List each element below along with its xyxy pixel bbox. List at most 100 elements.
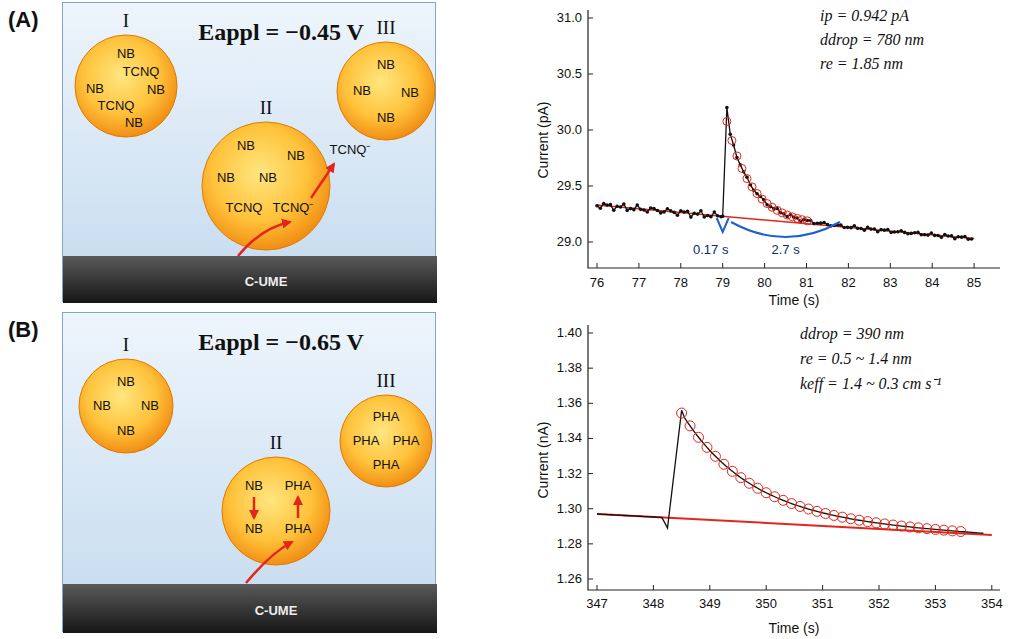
data-point [920,233,924,237]
data-point [625,209,629,213]
fit-marker [788,213,796,221]
stage-numeral: II [260,97,273,119]
data-point [699,209,703,213]
species-label: PHA [285,479,312,494]
data-point [896,230,900,234]
data-point [702,215,706,219]
data-point [622,202,626,206]
data-point [666,207,670,211]
data-point [676,214,680,218]
emulsion-droplet: INBTCNQNBTCNQNBNB [74,34,178,138]
reaction-arrow [238,222,290,256]
reaction-arrow [246,542,292,583]
electrode-label: C-UME [245,275,288,290]
tick-mark [991,585,992,590]
fit-marker [803,217,811,225]
axis-title: Time (s) [769,620,820,636]
data-point [889,231,893,235]
tick-mark [597,585,598,590]
fit-annotation: keff = 1.4 ~ 0.3 cm s⁻¹ [800,375,941,393]
species-label: NB [259,171,277,186]
species-label: NB [353,84,371,99]
data-point [632,208,636,212]
species-label: NB [237,139,255,154]
data-point [696,212,700,216]
species-label: NB [401,86,419,101]
data-point [946,234,950,238]
tick-mark [764,263,765,268]
axis-title: Current (pA) [535,101,551,178]
tick-label: 350 [755,597,777,612]
data-point [876,230,880,234]
tick-mark [653,585,654,590]
data-point [842,226,846,230]
tick-label: 84 [925,276,939,291]
fit-marker [728,137,736,145]
data-point [863,228,867,232]
fit-marker [956,527,966,537]
fit-annotation: re = 1.85 nm [820,55,903,73]
baseline-fit [597,205,974,239]
data-point [859,227,863,231]
tick-mark [935,585,936,590]
data-point [615,204,619,208]
data-point [686,209,690,213]
tick-mark [588,508,593,509]
data-point [903,231,907,235]
data-point [866,226,870,230]
tick-mark [588,579,593,580]
stage-numeral: III [377,370,396,392]
data-point [936,234,940,238]
species-label: PHA [373,410,400,425]
tick-mark [890,263,891,268]
data-point [659,211,663,215]
tick-mark [588,403,593,404]
data-point [672,211,676,215]
droplet-shape [336,41,436,141]
data-point [879,228,883,232]
data-point [652,207,656,211]
tick-mark [709,585,710,590]
emulsion-droplet: IIIPHAPHAPHAPHA [339,394,433,488]
tick-label: 349 [699,597,721,612]
fit-annotation: ddrop = 780 nm [820,31,924,49]
ion-label: TCNQ⁻ [330,143,371,158]
emulsion-droplet: IINBPHANBPHA [221,456,331,566]
stage-numeral: III [377,17,396,39]
tick-mark [879,585,880,590]
tick-mark [588,543,593,544]
stage-numeral: I [123,334,129,356]
data-point [662,210,666,214]
droplet-outline [79,359,173,453]
data-point [645,210,649,214]
fit-marker [758,195,766,203]
data-point [725,106,729,110]
data-point [816,221,820,225]
tick-mark [588,130,593,131]
droplet-outline [222,457,330,565]
tick-label: 351 [812,597,834,612]
tick-label: 29.5 [557,179,582,194]
fit-annotation: ip = 0.942 pA [820,7,909,25]
data-point [909,232,913,236]
chart-a [588,10,1000,268]
tick-label: 80 [757,276,771,291]
emulsion-droplet: INBNBNBNB [78,358,174,454]
species-label: PHA [353,434,380,449]
tick-mark [822,585,823,590]
rise-bracket [717,218,729,232]
data-point [649,206,653,210]
data-point [602,202,606,206]
fit-marker [738,164,746,172]
data-point [735,156,739,160]
data-point [728,132,732,136]
decay-bracket [731,222,840,237]
emulsion-droplet: IIINBNBNBNB [336,41,436,141]
current-trace [597,410,983,533]
species-label: NB [147,83,165,98]
droplet-shape [78,358,174,454]
tick-mark [588,368,593,369]
emulsion-droplet: IINBNBNBNBTCNQTCNQ⁻ [201,121,331,251]
fit-marker [753,190,761,198]
data-point [856,227,860,231]
